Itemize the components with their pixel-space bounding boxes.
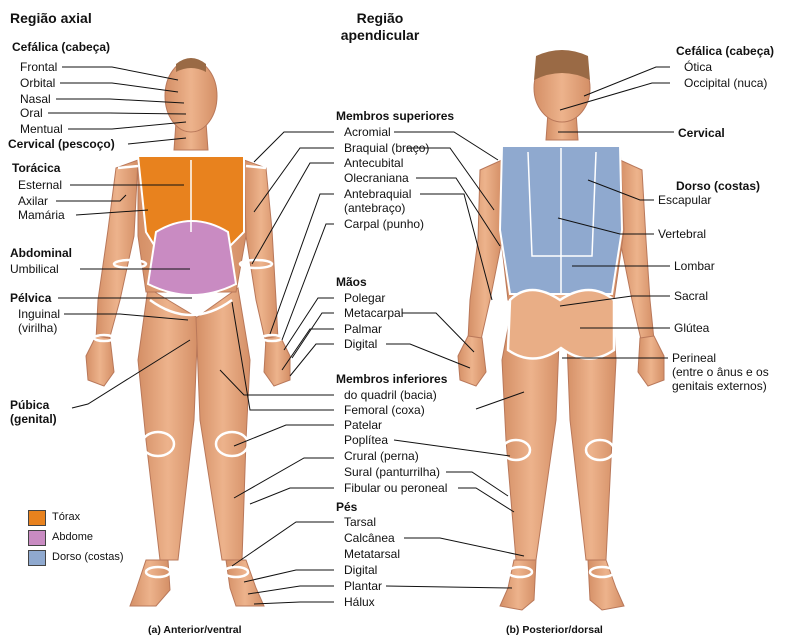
label-perineal-line-3: genitais externos) [672, 379, 767, 393]
label-thoracic: Torácica [12, 161, 61, 175]
label-popliteal: Poplítea [344, 433, 389, 447]
label-tarsal: Tarsal [344, 515, 377, 529]
label-pollex: Polegar [344, 291, 386, 305]
abdomen-region [146, 220, 238, 296]
axial-region-heading: Região axial [10, 10, 92, 26]
label-otic: Ótica [684, 60, 713, 74]
label-axillary: Axilar [18, 194, 49, 208]
label-mental: Mentual [20, 122, 63, 136]
label-digital-hand: Digital [344, 337, 378, 351]
label-mammary: Mamária [18, 208, 65, 222]
label-perineal-line-1: Perineal [672, 351, 717, 365]
label-scapular: Escapular [658, 193, 712, 207]
appendicular-heading-line-1: Região [356, 10, 404, 26]
label-pelvic: Pélvica [10, 291, 52, 305]
label-antebrachial-line-1: Antebraquial [344, 187, 412, 201]
label-lower-limbs: Membros inferiores [336, 372, 448, 386]
label-olecranal: Olecraniana [344, 171, 409, 185]
label-upper-limbs: Membros superiores [336, 109, 455, 123]
label-inguinal-line-1: Inguinal [18, 307, 61, 321]
appendicular-region-heading: Região apendicular [330, 10, 430, 44]
label-sternal: Esternal [18, 178, 63, 192]
label-palmar: Palmar [344, 322, 383, 336]
label-fibular: Fibular ou peroneal [344, 481, 448, 495]
label-femoral: Femoral (coxa) [344, 403, 425, 417]
label-brachial: Braquial (braço) [344, 141, 430, 155]
legend-label-thorax: Tórax [52, 511, 81, 523]
label-pubic-line-2: (genital) [10, 412, 57, 426]
label-inguinal-line-2: (virilha) [18, 321, 58, 335]
label-cephalic-posterior: Cefálica (cabeça) [676, 44, 775, 58]
label-nasal: Nasal [20, 92, 51, 106]
caption-anterior: (a) Anterior/ventral [148, 624, 242, 636]
label-cephalic-anterior: Cefálica (cabeça) [12, 40, 111, 54]
legend-label-dorsum: Dorso (costas) [52, 551, 124, 563]
label-antebrachial-line-2: (antebraço) [344, 201, 406, 215]
appendicular-heading-line-2: apendicular [340, 27, 420, 43]
label-occipital: Occipital (nuca) [684, 76, 768, 90]
label-vertebral: Vertebral [658, 227, 707, 241]
anterior-figure [85, 59, 291, 607]
label-cervical-posterior: Cervical [678, 126, 725, 140]
label-abdominal: Abdominal [10, 246, 72, 260]
label-crural: Crural (perna) [344, 449, 419, 463]
label-orbital: Orbital [20, 76, 56, 90]
legend-swatch-abdomen [28, 530, 46, 546]
label-perineal: Perineal (entre o ânus e os genitais ext… [672, 351, 769, 393]
label-metacarpal: Metacarpal [344, 306, 404, 320]
label-frontal: Frontal [20, 60, 58, 74]
label-umbilical: Umbilical [10, 262, 59, 276]
label-calcaneal: Calcânea [344, 531, 395, 545]
label-gluteal: Glútea [674, 321, 710, 335]
label-plantar: Plantar [344, 579, 383, 593]
label-patellar: Patelar [344, 418, 383, 432]
label-cervical-anterior: Cervical (pescoço) [8, 137, 115, 151]
label-carpal: Carpal (punho) [344, 217, 425, 231]
legend-swatch-thorax [28, 510, 46, 526]
label-sacral: Sacral [674, 289, 709, 303]
label-dorsum: Dorso (costas) [676, 179, 761, 193]
label-perineal-line-2: (entre o ânus e os [672, 365, 769, 379]
anterior-regions [92, 58, 284, 579]
label-sural: Sural (panturrilha) [344, 465, 441, 479]
label-antebrachial: Antebraquial (antebraço) [344, 187, 411, 215]
legend-label-abdomen: Abdome [52, 531, 93, 543]
label-hands: Mãos [336, 275, 367, 289]
label-antecubital: Antecubital [344, 156, 404, 170]
label-acromial: Acromial [344, 125, 391, 139]
label-digital-foot: Digital [344, 563, 378, 577]
label-pubic-line-1: Púbica [10, 398, 50, 412]
leader-lines [48, 66, 674, 605]
label-oral: Oral [20, 106, 43, 120]
label-coxal: do quadril (bacia) [344, 388, 437, 402]
label-inguinal: Inguinal (virilha) [18, 307, 60, 335]
posterior-regions [498, 50, 624, 579]
caption-posterior: (b) Posterior/dorsal [506, 624, 603, 636]
label-pubic: Púbica (genital) [10, 398, 57, 426]
label-hallux: Hálux [344, 595, 375, 609]
label-feet: Pés [336, 500, 358, 514]
legend-swatch-dorsum [28, 550, 46, 566]
label-lumbar: Lombar [674, 259, 715, 273]
label-metatarsal: Metatarsal [344, 547, 401, 561]
